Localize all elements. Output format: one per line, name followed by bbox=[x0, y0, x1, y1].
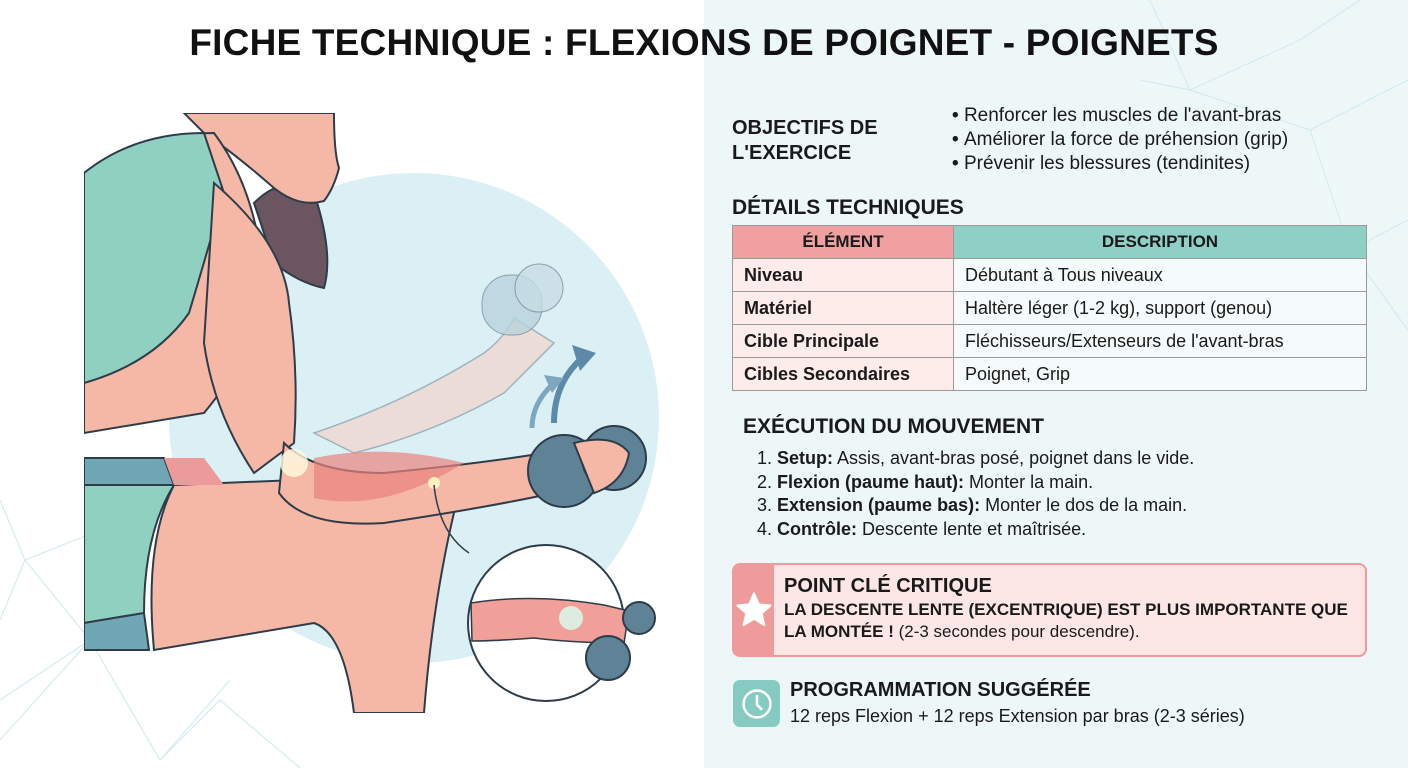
step-item: 4. Contrôle: Descente lente et maîtrisée… bbox=[757, 518, 1194, 542]
step-text: Monter le dos de la main. bbox=[980, 495, 1188, 515]
key-point-title: POINT CLÉ CRITIQUE bbox=[784, 575, 992, 597]
step-text: Monter la main. bbox=[964, 471, 1094, 492]
table-header-row: ÉLÉMENT DESCRIPTION bbox=[732, 225, 1367, 259]
programmation-icon-box bbox=[733, 680, 780, 727]
details-section-title: DÉTAILS TECHNIQUES bbox=[732, 196, 964, 219]
table-row: Matériel Haltère léger (1-2 kg), support… bbox=[732, 291, 1367, 325]
description-cell: Poignet, Grip bbox=[953, 357, 1367, 391]
table-row: Niveau Débutant à Tous niveaux bbox=[732, 258, 1367, 292]
step-item: 3. Extension (paume bas): Monter le dos … bbox=[757, 494, 1194, 518]
page-title: FICHE TECHNIQUE : FLEXIONS DE POIGNET - … bbox=[189, 22, 1219, 63]
programmation-text: 12 reps Flexion + 12 reps Extension par … bbox=[790, 706, 1245, 726]
objective-item: Améliorer la force de préhension (grip) bbox=[952, 128, 1288, 152]
key-point-bold-text: LA DESCENTE LENTE (EXCENTRIQUE) EST PLUS… bbox=[784, 600, 1348, 641]
execution-section-title: EXÉCUTION DU MOUVEMENT bbox=[743, 415, 1045, 438]
step-number: 4. bbox=[757, 518, 773, 539]
objective-item: Prévenir les blessures (tendinites) bbox=[952, 152, 1288, 176]
column-header-element: ÉLÉMENT bbox=[732, 225, 954, 259]
step-item: 2. Flexion (paume haut): Monter la main. bbox=[757, 471, 1194, 495]
key-point-icon-box bbox=[734, 565, 774, 655]
objectives-list: Renforcer les muscles de l'avant-bras Am… bbox=[952, 104, 1288, 176]
table-row: Cibles Secondaires Poignet, Grip bbox=[732, 357, 1367, 391]
table-row: Cible Principale Fléchisseurs/Extenseurs… bbox=[732, 324, 1367, 358]
element-cell: Cibles Secondaires bbox=[732, 357, 954, 391]
execution-steps: 1. Setup: Assis, avant-bras posé, poigne… bbox=[757, 447, 1194, 541]
element-cell: Cible Principale bbox=[732, 324, 954, 358]
star-icon bbox=[736, 592, 772, 626]
step-number: 2. bbox=[757, 471, 773, 492]
objective-item: Renforcer les muscles de l'avant-bras bbox=[952, 104, 1288, 128]
key-point-detail: (2-3 secondes pour descendre). bbox=[893, 622, 1140, 641]
element-cell: Niveau bbox=[732, 258, 954, 292]
step-text: Descente lente et maîtrisée. bbox=[857, 518, 1087, 539]
step-number: 3. bbox=[757, 495, 773, 515]
step-label: Extension (paume bas): bbox=[777, 495, 981, 515]
description-cell: Haltère léger (1-2 kg), support (genou) bbox=[953, 291, 1367, 325]
key-point-callout: POINT CLÉ CRITIQUE LA DESCENTE LENTE (EX… bbox=[732, 563, 1367, 657]
description-cell: Fléchisseurs/Extenseurs de l'avant-bras bbox=[953, 324, 1367, 358]
technical-details-table: ÉLÉMENT DESCRIPTION Niveau Débutant à To… bbox=[732, 225, 1367, 391]
step-number: 1. bbox=[757, 448, 773, 468]
wrist-curl-illustration bbox=[84, 113, 659, 713]
key-point-body: POINT CLÉ CRITIQUE LA DESCENTE LENTE (EX… bbox=[774, 565, 1365, 655]
element-cell: Matériel bbox=[732, 291, 954, 325]
programmation-title: PROGRAMMATION SUGGÉRÉE bbox=[790, 679, 1091, 701]
step-text: Assis, avant-bras posé, poignet dans le … bbox=[833, 448, 1195, 468]
step-label: Flexion (paume haut): bbox=[777, 471, 965, 492]
clock-icon bbox=[741, 688, 772, 719]
key-point-text: LA DESCENTE LENTE (EXCENTRIQUE) EST PLUS… bbox=[784, 599, 1365, 643]
step-label: Contrôle: bbox=[777, 518, 858, 539]
description-cell: Débutant à Tous niveaux bbox=[953, 258, 1367, 292]
step-item: 1. Setup: Assis, avant-bras posé, poigne… bbox=[757, 447, 1194, 471]
objectives-label: OBJECTIFS DE L'EXERCICE bbox=[732, 117, 878, 164]
column-header-description: DESCRIPTION bbox=[953, 225, 1367, 259]
step-label: Setup: bbox=[777, 448, 834, 468]
